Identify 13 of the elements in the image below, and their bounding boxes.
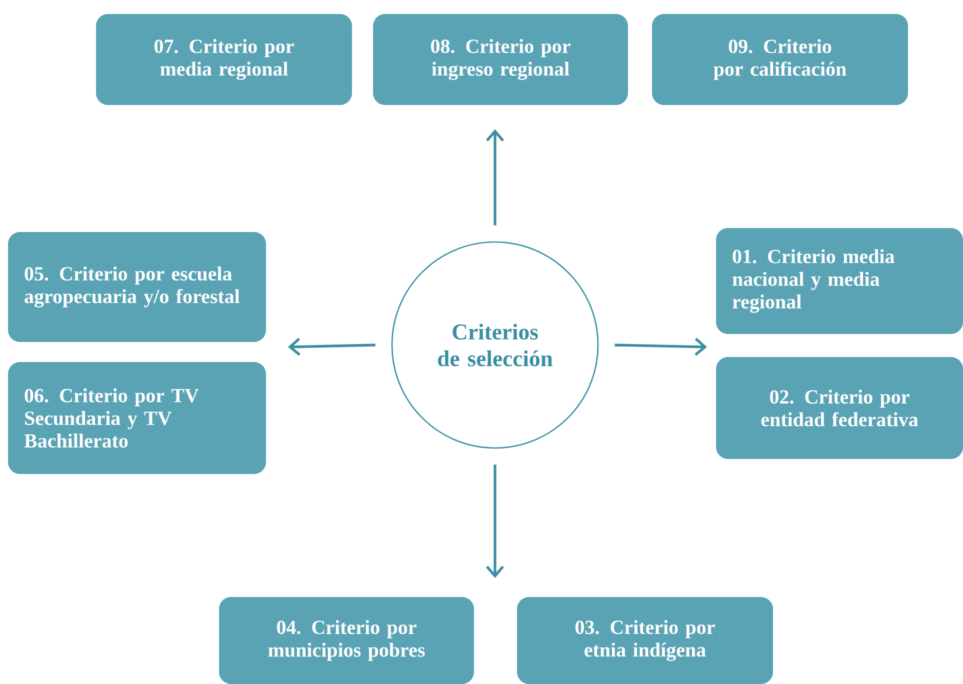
criterion-box: 01. Criterio media nacional y media regional bbox=[716, 228, 963, 334]
arrow bbox=[614, 338, 707, 356]
criterion-box: 02. Criterio por entidad federativa bbox=[716, 357, 963, 459]
criterion-box: 04. Criterio por municipios pobres bbox=[219, 597, 474, 684]
criterion-box: 05. Criterio por escuela agropecuaria y/o forestal bbox=[8, 232, 266, 342]
criterion-box: 03. Criterio por etnia indígena bbox=[517, 597, 773, 684]
criterion-box: 06. Criterio por TV Secundaria y TV Bachillerato bbox=[8, 362, 266, 474]
criterion-box: 09. Criterio por calificación bbox=[652, 14, 908, 105]
arrow bbox=[486, 464, 504, 578]
criterion-box: 07. Criterio por media regional bbox=[96, 14, 352, 105]
arrow bbox=[288, 338, 376, 356]
criterion-box: 08. Criterio por ingreso regional bbox=[373, 14, 628, 105]
arrow bbox=[486, 129, 504, 226]
